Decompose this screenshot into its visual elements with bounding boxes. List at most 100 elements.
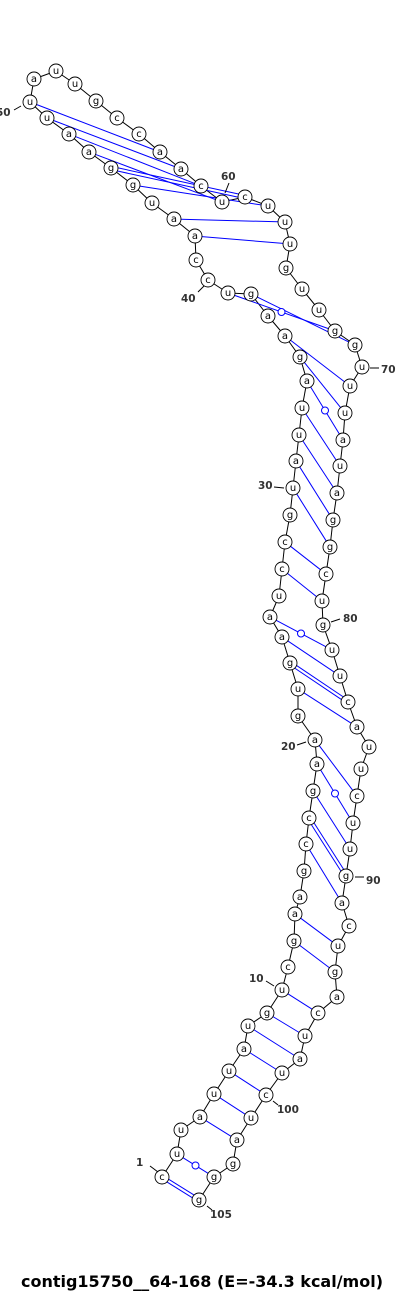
nucleotide-letter: a (312, 735, 318, 746)
nucleotide-letter: c (285, 962, 291, 973)
nucleotide-30: u (285, 480, 301, 496)
nucleotide-circle (314, 593, 330, 609)
nucleotide-circle (353, 761, 369, 777)
nucleotide-41: c (188, 252, 204, 268)
nucleotide-circle (103, 160, 119, 176)
nucleotide-letter: a (267, 612, 273, 623)
nucleotide-letter: a (339, 898, 345, 909)
nucleotide-circle (342, 841, 358, 857)
nucleotide-circle (296, 863, 312, 879)
nucleotide-circle (48, 63, 64, 79)
nucleotide-letter: a (86, 147, 92, 158)
nucleotide-letter: u (149, 198, 155, 209)
nucleotide-circle (131, 126, 147, 142)
nucleotide-letter: a (304, 376, 310, 387)
nucleotide-100: c (258, 1087, 274, 1103)
nucleotide-letter: u (302, 1031, 308, 1042)
nucleotide-letter: c (282, 537, 288, 548)
nucleotide-letter: c (136, 129, 142, 140)
nucleotide-circle (311, 302, 327, 318)
nucleotide-circle (294, 281, 310, 297)
nucleotide-letter: a (293, 456, 299, 467)
nucleotide-31: a (288, 453, 304, 469)
nucleotide-65: g (278, 260, 294, 276)
nucleotide-47: a (81, 144, 97, 160)
nucleotide-66: u (294, 281, 310, 297)
position-label-60: 60 (221, 171, 236, 183)
nucleotide-letter: u (316, 305, 322, 316)
position-label-20: 20 (281, 741, 296, 753)
nucleotide-8: u (240, 1018, 256, 1034)
au-pair-link (302, 440, 334, 488)
nucleotide-82: u (332, 668, 348, 684)
nucleotide-letter: g (230, 1159, 236, 1170)
nucleotide-circle (67, 76, 83, 92)
nucleotide-circle (152, 144, 168, 160)
nucleotide-circle (274, 629, 290, 645)
nucleotide-letter: g (93, 96, 99, 107)
nucleotide-67: u (311, 302, 327, 318)
nucleotide-53: u (67, 76, 83, 92)
nucleotide-44: u (144, 195, 160, 211)
nucleotide-letter: c (315, 1008, 321, 1019)
nucleotide-62: u (260, 198, 276, 214)
nucleotide-circle (292, 889, 308, 905)
nucleotide-circle (200, 272, 216, 288)
au-pair-link (219, 1097, 246, 1115)
nucleotide-88: u (345, 815, 361, 831)
nucleotide-64: u (282, 236, 298, 252)
nucleotide-letter: a (265, 311, 271, 322)
nucleotide-letter: u (359, 362, 365, 373)
nucleotide-60: u (214, 194, 230, 210)
au-pair-link (316, 796, 347, 844)
nucleotide-letter: c (263, 1090, 269, 1101)
nucleotide-letter: a (314, 759, 320, 770)
nucleotide-letter: g (301, 866, 307, 877)
nucleotide-circle (277, 214, 293, 230)
nucleotide-21: g (290, 708, 306, 724)
nucleotide-letter: g (287, 510, 293, 521)
nucleotide-letter: u (174, 1149, 180, 1160)
nucleotide-68: g (327, 323, 343, 339)
nucleotide-letter: c (303, 839, 309, 850)
nucleotide-letter: a (334, 992, 340, 1003)
nucleotide-circle (258, 1087, 274, 1103)
nucleotide-circle (329, 989, 345, 1005)
nucleotide-69: g (347, 337, 363, 353)
nucleotide-54: g (88, 93, 104, 109)
nucleotide-63: u (277, 214, 293, 230)
nucleotide-55: c (109, 110, 125, 126)
nucleotide-28: c (277, 534, 293, 550)
nucleotide-circle (274, 982, 290, 998)
position-label-10: 10 (249, 973, 264, 985)
nucleotide-circle (278, 260, 294, 276)
nucleotide-letter: a (31, 74, 37, 85)
nucleotide-89: u (342, 841, 358, 857)
nucleotide-letter: c (323, 569, 329, 580)
gc-pair-link (117, 170, 238, 198)
nucleotide-circle (243, 1110, 259, 1126)
gc-pair-link (294, 667, 342, 700)
nucleotide-87: c (349, 788, 365, 804)
nucleotide-circle (187, 228, 203, 244)
au-pair-link (309, 849, 339, 898)
gc-pair-link (310, 824, 342, 872)
nucleotide-letter: u (53, 66, 59, 77)
nucleotide-circle (301, 810, 317, 826)
nucleotide-letter: g (330, 515, 336, 526)
nucleotide-circle (188, 252, 204, 268)
nucleotide-77: g (322, 539, 338, 555)
nucleotide-letter: u (219, 197, 225, 208)
nucleotide-circle (243, 286, 259, 302)
nucleotide-letter: g (297, 352, 303, 363)
nucleotide-letter: u (347, 844, 353, 855)
position-tick (224, 182, 230, 194)
nucleotide-49: u (39, 110, 55, 126)
nucleotide-circle (345, 815, 361, 831)
nucleotide-letter: g (211, 1172, 217, 1183)
nucleotide-85: u (361, 739, 377, 755)
nucleotide-letter: u (282, 217, 288, 228)
position-label-70: 70 (381, 364, 396, 376)
nucleotide-90: g (338, 868, 354, 884)
nucleotide-circle (337, 405, 353, 421)
